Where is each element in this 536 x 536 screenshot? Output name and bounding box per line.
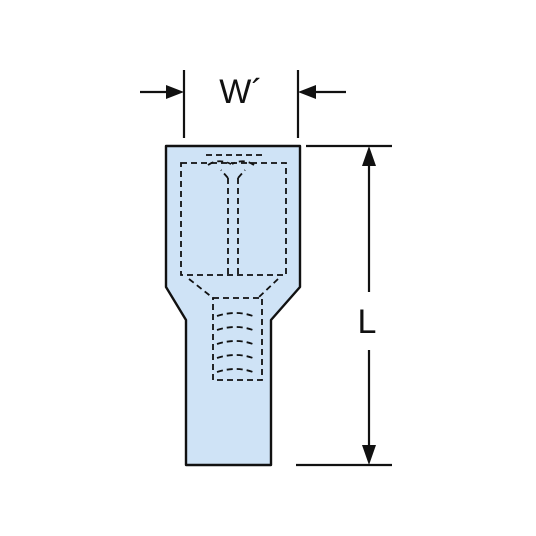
barrel-serration-3 (216, 340, 254, 345)
hidden-inner-detail (180, 154, 287, 381)
length-arrowhead-bottom (362, 445, 376, 465)
length-arrowhead-top (362, 146, 376, 166)
width-arrowhead-left (166, 85, 184, 99)
barrel-serration-2 (216, 326, 254, 331)
center-slot-flare (220, 169, 246, 179)
barrel-serration-1 (216, 312, 254, 317)
length-label: L (358, 303, 377, 341)
width-dimension (140, 70, 346, 138)
throat-taper (188, 278, 279, 299)
center-slot (227, 178, 239, 275)
spring-left-curve (207, 160, 232, 166)
terminal-body (164, 144, 302, 467)
width-arrowhead-right (298, 85, 316, 99)
wire-barrel-outline (212, 297, 263, 381)
barrel-serration-5 (216, 368, 254, 373)
spring-right-curve (231, 160, 255, 166)
width-label: W´ (219, 73, 262, 111)
barrel-serration-4 (216, 354, 254, 359)
length-dimension (296, 144, 392, 467)
